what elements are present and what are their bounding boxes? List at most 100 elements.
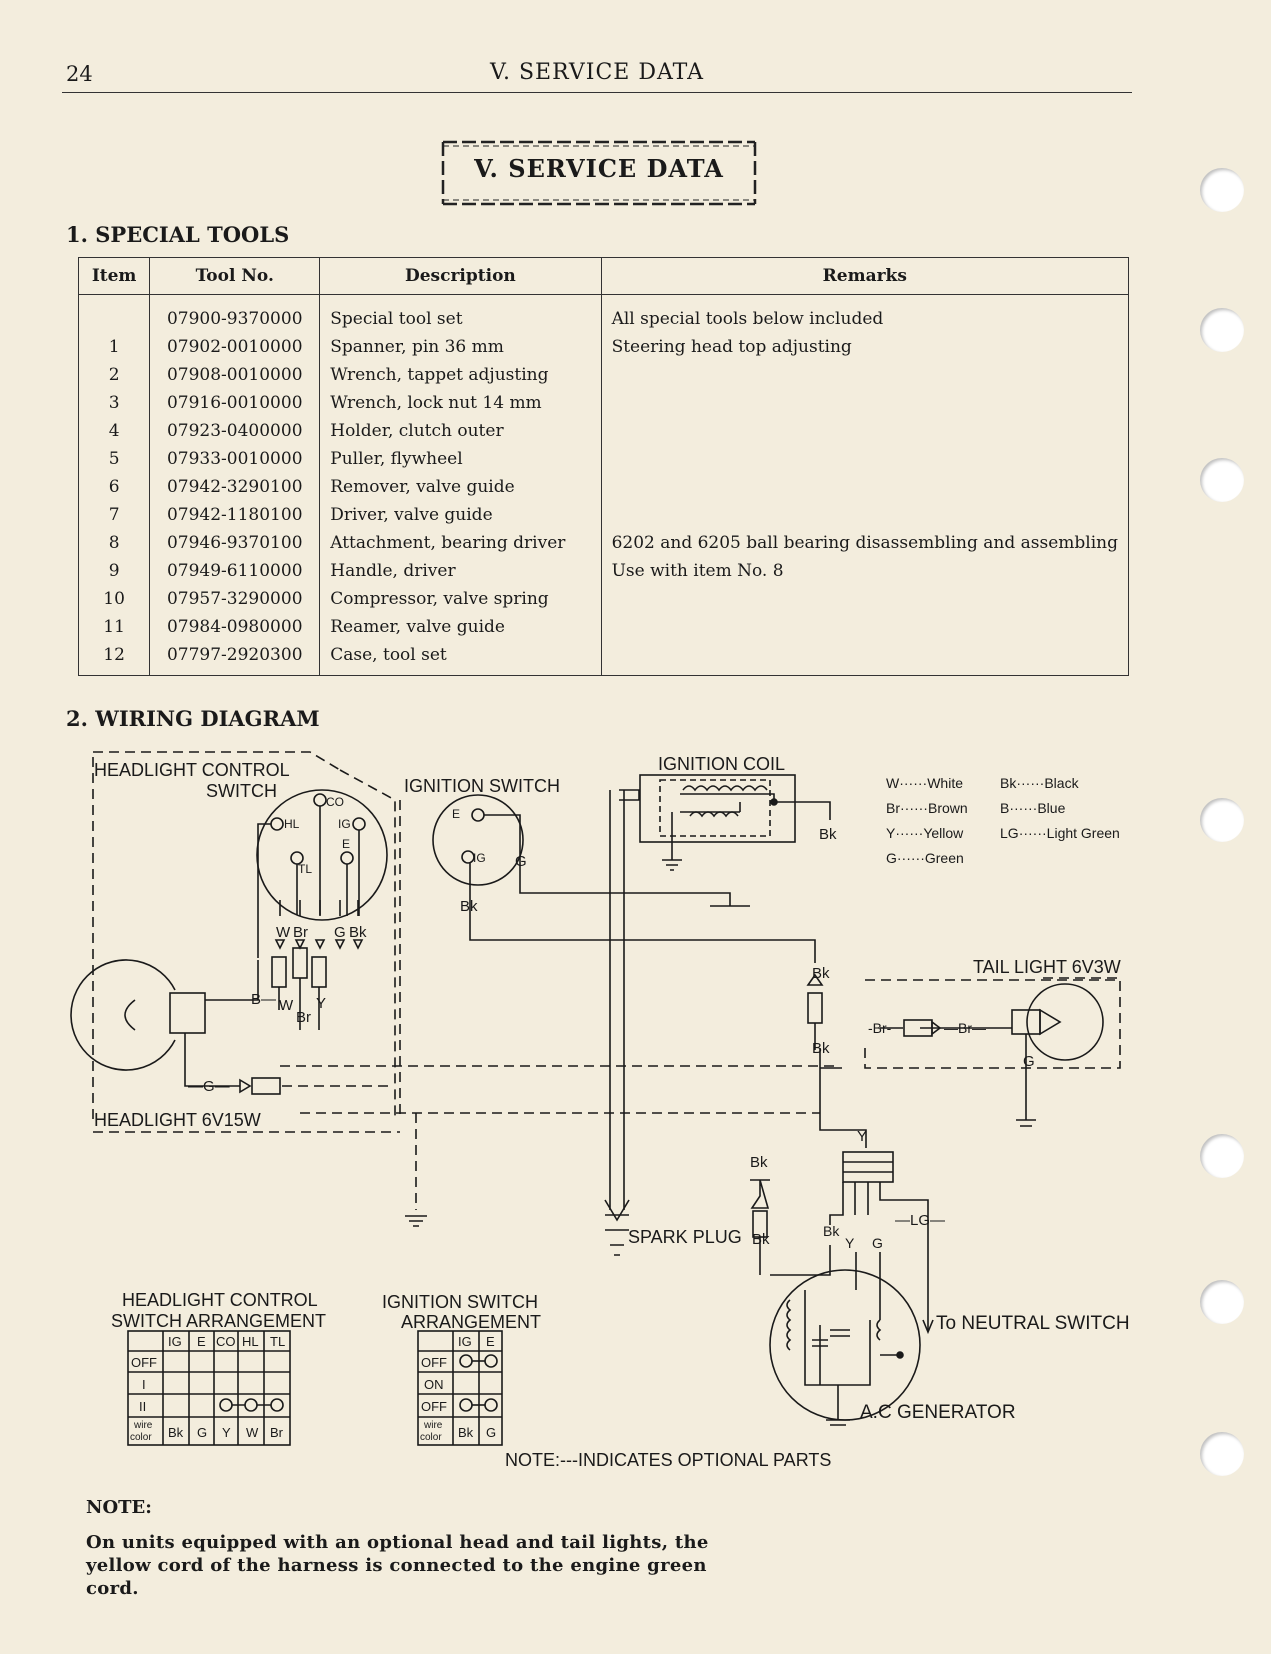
item-number: 12	[77, 641, 151, 676]
tool-description: Spanner, pin 36 mm	[319, 333, 602, 361]
binder-hole	[1200, 458, 1244, 502]
binder-hole	[1200, 168, 1244, 212]
headlight-control-switch	[92, 751, 396, 1120]
ig-switch-arrangement: IGNITION SWITCH ARRANGEMENT IG E OFF ON …	[382, 1292, 541, 1446]
svg-text:G······Green: G······Green	[886, 850, 964, 866]
tool-description: Wrench, lock nut 14 mm	[319, 389, 602, 417]
tool-number: 07902-0010000	[149, 333, 321, 361]
column-header: Remarks	[600, 257, 1130, 295]
svg-text:OFF: OFF	[421, 1355, 447, 1370]
item-number: 1	[77, 333, 151, 361]
item-number: 11	[77, 613, 151, 641]
svg-text:IG: IG	[168, 1334, 182, 1349]
ig-arrangement-title: IGNITION SWITCH	[382, 1292, 538, 1312]
tool-remarks: Steering head top adjusting	[600, 333, 1130, 361]
svg-text:color: color	[420, 1432, 442, 1443]
wire-label-bk: Bk	[819, 826, 837, 843]
legend-name: Brown	[928, 800, 968, 816]
running-header: 24 V. SERVICE DATA	[62, 58, 1132, 93]
svg-text:Br: Br	[270, 1425, 284, 1440]
svg-text:G: G	[197, 1425, 207, 1440]
wire-label-y: Y	[316, 995, 326, 1012]
legend-code: Bk	[1000, 775, 1017, 791]
tail-light	[865, 979, 1120, 1127]
column-header: Description	[319, 257, 602, 295]
binder-hole	[1200, 1134, 1244, 1178]
legend-code: W	[886, 775, 900, 791]
tool-description: Remover, valve guide	[319, 473, 602, 501]
svg-text:LG······Light Green: LG······Light Green	[1000, 825, 1120, 841]
svg-text:CO: CO	[216, 1334, 236, 1349]
ignition-coil	[604, 774, 831, 1222]
item-number: 8	[77, 529, 151, 557]
svg-text:I: I	[142, 1377, 146, 1392]
note-text: On units equipped with an optional head …	[86, 1532, 709, 1599]
section-title-box: V. SERVICE DATA	[440, 138, 758, 208]
tool-remarks	[600, 473, 1130, 501]
wire-label-g: G	[334, 924, 346, 941]
tool-remarks	[600, 361, 1130, 389]
wire-label-b: —B—	[236, 991, 276, 1008]
decorative-frame	[441, 140, 757, 206]
tool-remarks	[600, 445, 1130, 473]
svg-text:G: G	[486, 1425, 496, 1440]
svg-text:OFF: OFF	[421, 1399, 447, 1414]
tool-description: Compressor, valve spring	[319, 585, 602, 613]
wire-label-w: W	[276, 924, 291, 941]
terminal-ig: IG	[473, 851, 486, 865]
generator-leads	[770, 1245, 881, 1320]
binder-hole	[1200, 308, 1244, 352]
legend-name: Blue	[1037, 800, 1065, 816]
legend-name: Light Green	[1047, 825, 1120, 841]
wire-label-g: G	[872, 1235, 883, 1251]
legend-name: Black	[1044, 775, 1079, 791]
binder-hole	[1200, 1432, 1244, 1476]
tool-remarks	[600, 389, 1130, 417]
terminal-hl: HL	[284, 817, 300, 831]
svg-text:OFF: OFF	[131, 1355, 157, 1370]
bk-connector	[806, 973, 867, 1148]
special-tools-table: Item Tool No. Description Remarks 07900-…	[77, 257, 1130, 676]
wire-label-bk: Bk	[812, 1040, 830, 1057]
page-number: 24	[66, 62, 93, 86]
wire-label-w: W	[279, 997, 294, 1014]
ac-generator	[769, 1269, 921, 1426]
item-number: 6	[77, 473, 151, 501]
wire-label-br: Br	[296, 1009, 311, 1026]
legend-name: Green	[925, 850, 964, 866]
label-spark-plug: SPARK PLUG	[628, 1227, 742, 1247]
wire-label-bk: Bk	[460, 898, 478, 915]
label-ac-generator: A.C GENERATOR	[860, 1402, 1016, 1423]
tool-number: 07797-2920300	[149, 641, 321, 676]
svg-text:wire: wire	[423, 1420, 443, 1431]
wire-label-bk: Bk	[750, 1154, 768, 1171]
wire-label-br: Br	[293, 924, 308, 941]
svg-text:E: E	[486, 1334, 495, 1349]
svg-text:ON: ON	[424, 1377, 444, 1392]
svg-text:color: color	[130, 1432, 152, 1443]
tool-remarks: Use with item No. 8	[600, 557, 1130, 585]
wire-label-g: G	[1023, 1053, 1035, 1070]
svg-text:Y: Y	[222, 1425, 231, 1440]
legend-code: Y	[886, 825, 896, 841]
optional-harness	[280, 800, 1121, 1210]
terminal-e: E	[452, 807, 460, 821]
svg-text:II: II	[139, 1399, 146, 1414]
tool-description: Holder, clutch outer	[319, 417, 602, 445]
tool-number: 07949-6110000	[149, 557, 321, 585]
column-header: Tool No.	[149, 257, 321, 295]
item-number: 7	[77, 501, 151, 529]
svg-text:Y······Yellow: Y······Yellow	[886, 825, 964, 841]
legend-code: B	[1000, 800, 1009, 816]
